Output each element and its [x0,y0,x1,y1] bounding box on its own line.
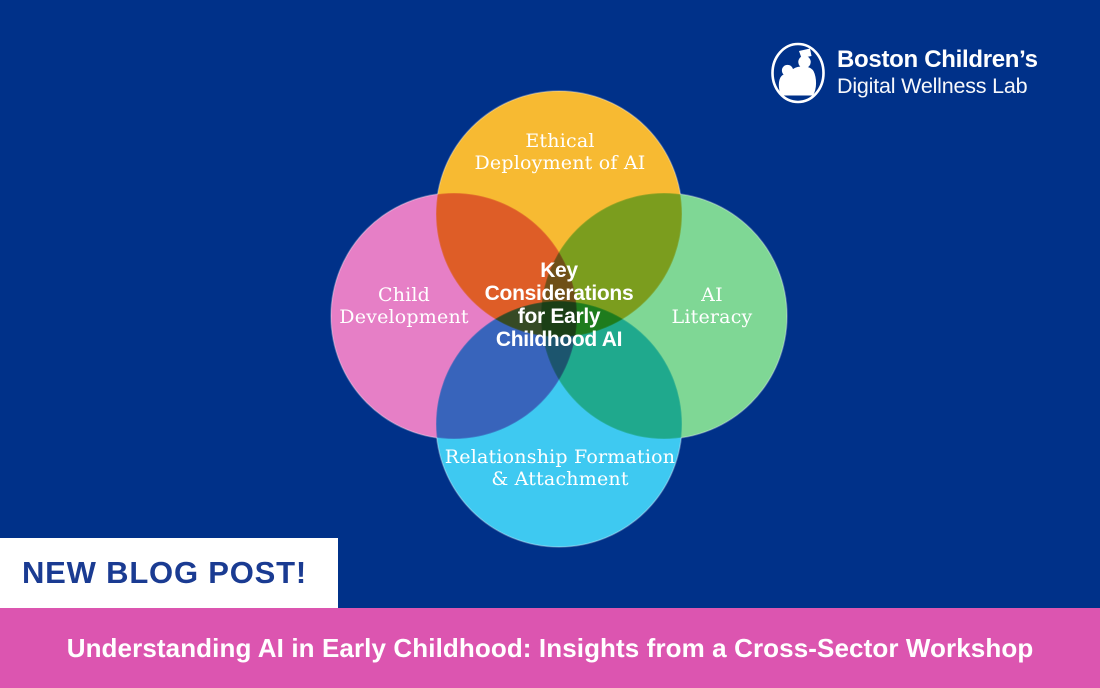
venn-label-ai-literacy: AI Literacy [671,284,753,329]
venn-circle-relationship-formation [435,300,683,548]
blog-title-banner: Understanding AI in Early Childhood: Ins… [0,608,1100,688]
logo: Boston Children’s Digital Wellness Lab [770,42,1038,104]
logo-org-name: Boston Children’s [837,46,1038,74]
venn-label-ethical-deployment: Ethical Deployment of AI [474,130,646,175]
logo-lab-name: Digital Wellness Lab [837,73,1028,98]
venn-label-child-development: Child Development [339,284,469,329]
new-blog-post-badge: NEW BLOG POST! [0,538,338,608]
blog-title: Understanding AI in Early Childhood: Ins… [66,632,1034,663]
logo-wordmark: Boston Children’s Digital Wellness Lab [837,47,1038,98]
new-blog-post-label: NEW BLOG POST! [22,555,308,590]
venn-label-relationship-formation: Relationship Formation & Attachment [444,446,676,491]
venn-center-label: Key Considerations for Early Childhood A… [484,259,634,351]
boston-childrens-crest-icon [771,42,825,104]
